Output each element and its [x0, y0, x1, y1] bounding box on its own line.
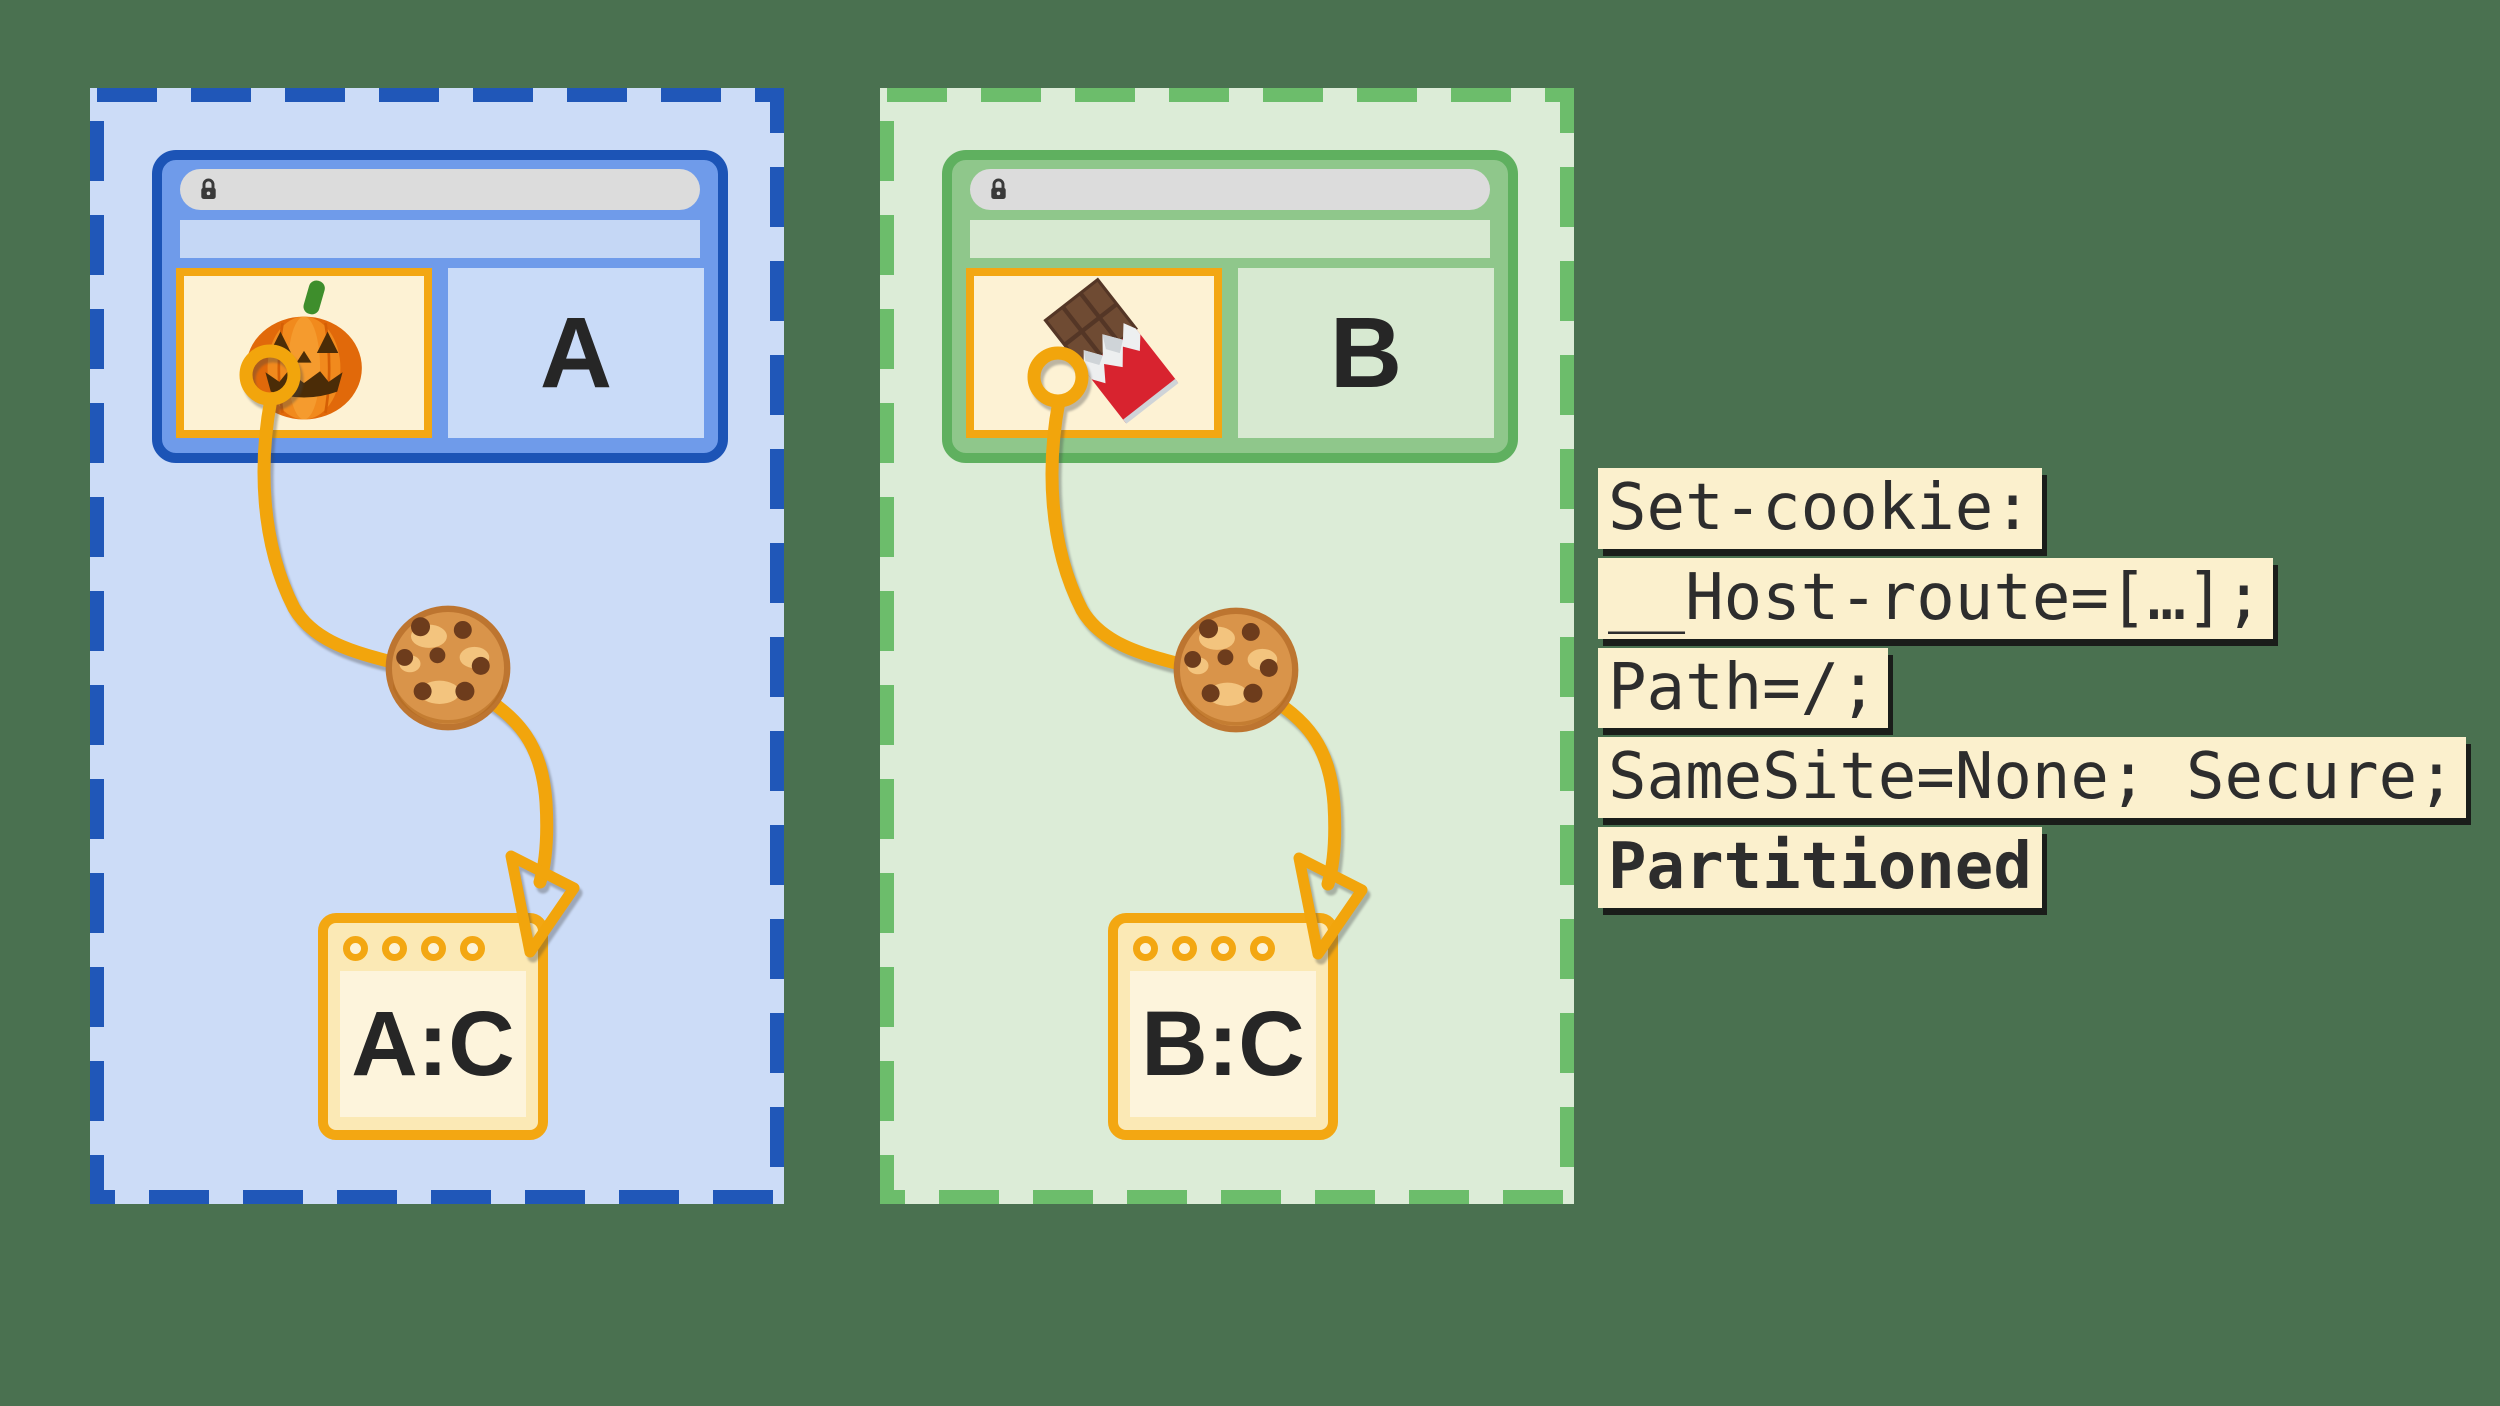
- dot-icon: [343, 936, 368, 961]
- jar-a-partition-key: A:C: [340, 971, 526, 1117]
- jar-a-label: A:C: [351, 992, 515, 1095]
- dot-icon: [1172, 936, 1197, 961]
- jar-b-label: B:C: [1141, 992, 1305, 1095]
- cookie-jar-b: B:C: [1108, 913, 1338, 1140]
- site-b-label: B: [1238, 268, 1494, 438]
- embedded-iframe-a: [176, 268, 432, 438]
- site-a-label: A: [448, 268, 704, 438]
- browser-window-b: B: [942, 150, 1518, 463]
- cookie-icon: [1173, 607, 1299, 733]
- code-line-partitioned: Partitioned: [1598, 827, 2042, 908]
- jack-o-lantern-icon: [246, 280, 362, 420]
- code-line: SameSite=None; Secure;: [1598, 737, 2466, 819]
- code-line: __Host-route=[…];: [1598, 557, 2274, 639]
- chocolate-bar-icon: [1043, 277, 1179, 424]
- code-line: Path=/;: [1598, 647, 1888, 729]
- dot-icon: [421, 936, 446, 961]
- code-line: Set-cookie:: [1598, 468, 2042, 549]
- cookie-icon: [385, 605, 511, 731]
- address-bar-b: [970, 169, 1490, 210]
- embedded-iframe-b: [966, 268, 1222, 438]
- dot-icon: [1211, 936, 1236, 961]
- site-b-letter: B: [1329, 296, 1403, 409]
- page-content-bar-b: [970, 220, 1490, 258]
- page-content-bar-a: [180, 220, 700, 258]
- address-bar-a: [180, 169, 700, 210]
- jar-a-dots: [343, 936, 485, 961]
- dot-icon: [382, 936, 407, 961]
- lock-icon: [991, 178, 1006, 199]
- dot-icon: [1133, 936, 1158, 961]
- site-a-letter: A: [539, 296, 613, 409]
- cookie-jar-a: A:C: [318, 913, 548, 1140]
- browser-window-a: A: [152, 150, 728, 463]
- jar-b-dots: [1133, 936, 1275, 961]
- jar-b-partition-key: B:C: [1130, 971, 1316, 1117]
- lock-icon: [201, 178, 216, 199]
- dot-icon: [460, 936, 485, 961]
- dot-icon: [1250, 936, 1275, 961]
- set-cookie-snippet: Set-cookie: __Host-route=[…]; Path=/; Sa…: [1598, 468, 2466, 917]
